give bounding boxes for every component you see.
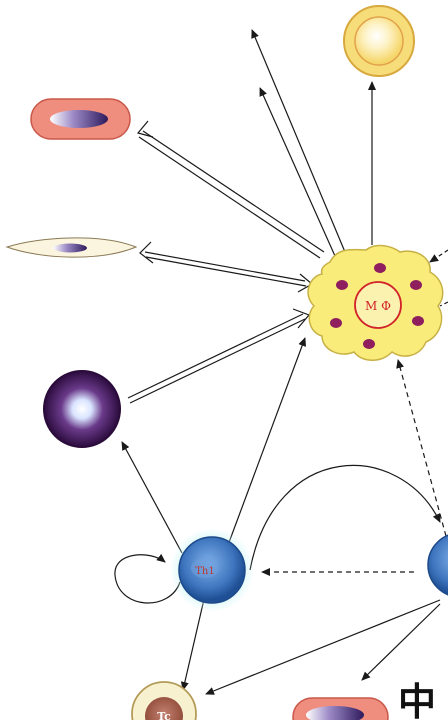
th1-cell: Th1 (170, 528, 254, 612)
macrophage-dot (336, 280, 348, 290)
double-arrow-red-cell (138, 121, 324, 258)
macrophage-cell: M Φ (308, 246, 443, 361)
plasma-cell (44, 371, 120, 447)
arrow-mphi-up-left (252, 30, 345, 252)
arrow-dashed-mid-right (440, 302, 448, 306)
blue-cell-right-partial (428, 533, 448, 597)
arrows (115, 30, 448, 694)
th1-label: Th1 (195, 566, 214, 577)
macrophage-dot (412, 316, 424, 326)
partial-heading-char: 中 (398, 680, 436, 720)
macrophage-dot (330, 318, 342, 328)
arrow-mphi-upper-left (260, 88, 335, 256)
arrow-dashed-to-mphi (398, 360, 446, 536)
tc-label: Tc (157, 710, 171, 720)
macrophage-dot (363, 339, 375, 349)
tc-cell: Tc (132, 682, 196, 720)
arrow-th1-loop (115, 555, 180, 603)
red-oval-cell-top (31, 99, 130, 139)
spindle-cell (7, 238, 136, 257)
macrophage-dot (410, 280, 422, 290)
double-arrow-spindle (140, 242, 312, 292)
macrophage-dot (374, 263, 386, 273)
arrow-th1-curve-right (250, 465, 440, 570)
double-arrow-plasma (128, 309, 309, 403)
macrophage-label: M Φ (365, 299, 391, 313)
arrow-dashed-top-right (430, 250, 448, 262)
red-oval-cell-bottom (293, 698, 388, 720)
yellow-cell-top (344, 6, 414, 76)
arrow-th1-plasma (122, 442, 182, 553)
